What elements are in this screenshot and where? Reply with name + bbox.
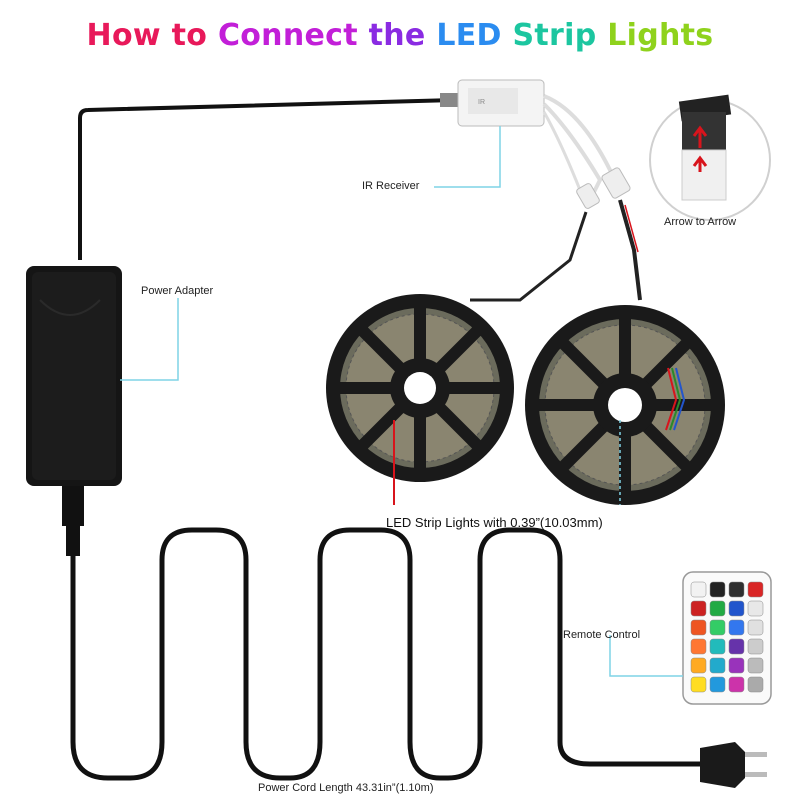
- remote-button: [709, 638, 726, 655]
- led-reel-2: [525, 305, 725, 505]
- connector-inset: [649, 94, 771, 221]
- remote-button: [747, 676, 764, 693]
- remote-button: [709, 619, 726, 636]
- remote-button: [747, 638, 764, 655]
- remote-button: [709, 657, 726, 674]
- title-word: LED: [436, 18, 502, 53]
- dc-cable: [78, 98, 456, 260]
- remote-control: [682, 571, 772, 705]
- remote-button: [690, 600, 707, 617]
- remote-button: [690, 676, 707, 693]
- title-word: to: [171, 18, 208, 53]
- power-adapter-label: Power Adapter: [141, 285, 214, 297]
- remote-button: [728, 581, 745, 598]
- power-cord-label: Power Cord Length 43.31in”(1.10m): [258, 782, 434, 794]
- ac-plug: [700, 742, 767, 788]
- title-word: How: [86, 18, 161, 53]
- remote-button: [690, 638, 707, 655]
- title-word: Strip: [512, 18, 597, 53]
- remote-button: [747, 657, 764, 674]
- led-reel-1: [326, 294, 514, 482]
- remote-button: [747, 619, 764, 636]
- remote-button: [690, 581, 707, 598]
- remote-buttons: [690, 581, 764, 693]
- remote-button: [709, 676, 726, 693]
- remote-button: [728, 657, 745, 674]
- power-adapter: [26, 266, 122, 556]
- arrow-to-arrow-label: Arrow to Arrow: [664, 216, 737, 228]
- ir-receiver-label: IR Receiver: [362, 180, 420, 192]
- svg-text:IR: IR: [478, 99, 485, 106]
- remote-button: [747, 581, 764, 598]
- remote-button: [728, 638, 745, 655]
- title-word: the: [368, 18, 426, 53]
- title-word: Connect: [217, 18, 358, 53]
- remote-button: [709, 600, 726, 617]
- title-word: Lights: [607, 18, 714, 53]
- remote-button: [728, 619, 745, 636]
- remote-button: [690, 619, 707, 636]
- remote-button: [728, 676, 745, 693]
- remote-button: [709, 581, 726, 598]
- remote-button: [690, 657, 707, 674]
- diagram-title: How to Connect the LED Strip Lights: [0, 18, 800, 53]
- controller-box: IR: [440, 79, 642, 302]
- remote-control-label: Remote Control: [563, 629, 641, 641]
- ac-power-cord: [70, 527, 700, 781]
- remote-button: [747, 600, 764, 617]
- callout-lines: [120, 126, 683, 677]
- led-strip-label: LED Strip Lights with 0.39”(10.03mm): [386, 515, 603, 530]
- remote-button: [728, 600, 745, 617]
